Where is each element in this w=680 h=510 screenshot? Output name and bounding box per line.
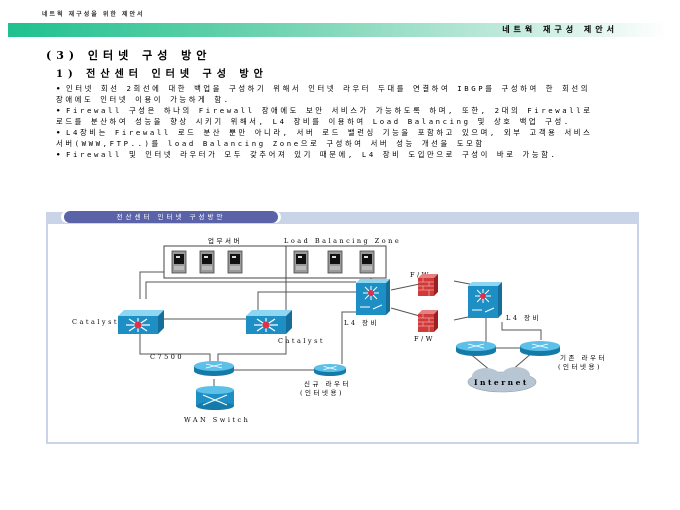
bullet-list: •인터넷 회선 2회선에 대한 백업을 구성하기 위해서 인터넷 라우터 두대를… (56, 84, 596, 162)
server-icon (171, 250, 187, 274)
old-router-sublabel: (인터넷용) (558, 362, 602, 371)
l4-right-label: L4 장비 (506, 313, 541, 322)
section-title: (3) 인터넷 구성 방안 (46, 49, 212, 62)
document-running-header: 네트웍 재구성을 위한 제안서 (42, 11, 145, 18)
bullet-icon: • (56, 84, 63, 93)
server-icon (227, 250, 243, 274)
bullet-item: •인터넷 회선 2회선에 대한 백업을 구성하기 위해서 인터넷 라우터 두대를… (56, 84, 591, 104)
document-title: 네트웍 재구성 제안서 (502, 25, 618, 34)
bullet-item: •Firewall 및 인터넷 라우터가 모두 갖추어져 있기 때문에, L4 … (56, 150, 558, 159)
router-icon (455, 340, 497, 357)
router-icon (519, 340, 561, 357)
network-diagram: 업무서버 Load Balancing Zone Catalyst Cataly… (72, 236, 607, 424)
firewall-icon (417, 309, 439, 333)
catalyst-left-label: Catalyst (72, 318, 119, 326)
c7500-router-icon (193, 360, 235, 377)
server-icon (199, 250, 215, 274)
internet-cloud-icon (467, 367, 537, 393)
bullet-item: •L4장비는 Firewall 로드 분산 뿐만 아니라, 서버 로드 밸런싱 … (56, 128, 593, 148)
server-icon (293, 250, 309, 274)
firewall-icon (417, 273, 439, 297)
new-router-label: 신규 라우터 (304, 379, 351, 388)
subsection-title: 1) 전산센터 인터넷 구성 방안 (56, 69, 268, 80)
server-icon (359, 250, 375, 274)
bullet-icon: • (56, 106, 63, 115)
l4-switch-icon (355, 278, 391, 316)
server-icon (327, 250, 343, 274)
l4-switch-icon (467, 281, 503, 319)
fw-top-label: F/W (410, 271, 431, 279)
catalyst-switch-icon (117, 309, 165, 335)
l4-left-label: L4 장비 (344, 318, 379, 327)
bullet-icon: • (56, 128, 63, 137)
internet-label: Internet (474, 378, 529, 387)
wan-switch-label: WAN Switch (184, 416, 250, 424)
bullet-icon: • (56, 150, 63, 159)
new-router-icon (313, 363, 347, 377)
old-router-label: 기존 라우터 (560, 353, 607, 362)
catalyst-switch-icon (245, 309, 293, 335)
wan-switch-icon (196, 386, 234, 410)
c7500-label: C7500 (150, 353, 184, 361)
diagram-title-tab: 전산센터 인터넷 구성방안 (64, 211, 278, 223)
fw-bottom-label: F/W (414, 335, 435, 343)
lb-zone-label: Load Balancing Zone (284, 237, 401, 245)
new-router-sublabel: (인터넷용) (300, 388, 344, 397)
catalyst-right-label: Catalyst (278, 337, 325, 345)
header-gradient-bar (8, 23, 668, 37)
bullet-item: •Firewall 구성은 하나의 Firewall 장애에도 보안 서비스가 … (56, 106, 593, 126)
business-server-label: 업무서버 (208, 236, 242, 245)
